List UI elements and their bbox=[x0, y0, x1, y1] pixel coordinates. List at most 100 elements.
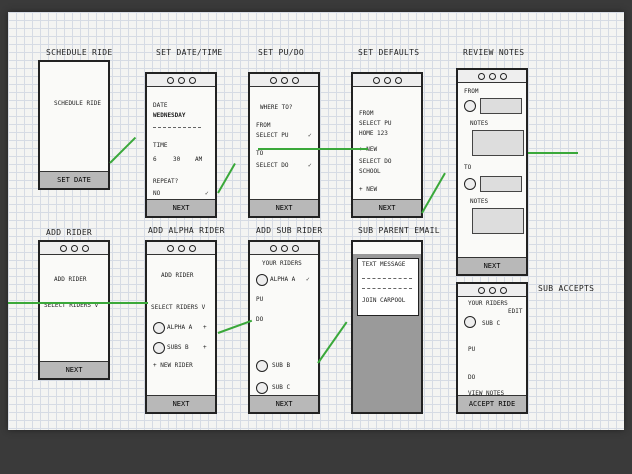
chevron-down-icon: ✓ bbox=[308, 162, 312, 169]
window-dots bbox=[353, 74, 421, 87]
window-dots bbox=[458, 70, 526, 83]
next-button[interactable]: NEXT bbox=[458, 257, 526, 274]
new-rider-button[interactable]: + NEW RIDER bbox=[153, 362, 193, 369]
message-scribble bbox=[362, 285, 412, 289]
add-new-do[interactable]: + NEW bbox=[359, 186, 378, 193]
avatar-icon bbox=[464, 316, 476, 328]
do-notes-field[interactable] bbox=[472, 208, 524, 234]
flow-arrow bbox=[109, 136, 137, 164]
window-dots bbox=[40, 242, 108, 255]
frame-add-rider: ADD RIDER SELECT RIDERS V NEXT bbox=[38, 240, 110, 380]
your-riders-label: YOUR RIDERS bbox=[468, 300, 508, 307]
message-scribble bbox=[362, 275, 412, 279]
heading-add-sub-rider: ADD SUB RIDER bbox=[256, 226, 323, 235]
select-pu-dropdown[interactable]: SELECT PU bbox=[359, 120, 392, 127]
home-option[interactable]: HOME 123 bbox=[359, 130, 388, 137]
avatar-icon bbox=[256, 360, 268, 372]
frame-set-defaults: FROM SELECT PU HOME 123 + NEW SELECT DO … bbox=[351, 72, 423, 218]
pu-label: PU bbox=[256, 296, 264, 303]
notes-label: NOTES bbox=[470, 120, 489, 127]
select-do-dropdown[interactable]: SELECT DO bbox=[256, 162, 289, 169]
heading-set-date-time: SET DATE/TIME bbox=[156, 48, 223, 57]
date-value[interactable]: WEDNESDAY bbox=[153, 112, 186, 119]
pu-notes-field[interactable] bbox=[472, 130, 524, 156]
your-riders-label: YOUR RIDERS bbox=[262, 260, 302, 267]
date-scribble bbox=[153, 124, 201, 128]
rider-sub-b[interactable]: SUB B bbox=[272, 362, 291, 369]
date-label: DATE bbox=[153, 102, 168, 109]
grid-paper-sheet: SCHEDULE RIDE SET DATE/TIME SET PU/DO SE… bbox=[8, 12, 624, 430]
next-button[interactable]: NEXT bbox=[40, 361, 108, 378]
next-button[interactable]: NEXT bbox=[147, 395, 215, 412]
add-icon[interactable]: + bbox=[203, 324, 207, 331]
heading-sub-parent-email: SUB PARENT EMAIL bbox=[358, 226, 440, 235]
flow-arrow bbox=[258, 148, 368, 150]
view-notes-link[interactable]: VIEW NOTES bbox=[468, 390, 505, 397]
avatar-icon bbox=[153, 342, 165, 354]
set-date-button[interactable]: SET DATE bbox=[40, 171, 108, 188]
flow-arrow bbox=[217, 163, 236, 194]
pu-label: PU bbox=[468, 346, 476, 353]
frame-review-notes: FROM NOTES TO NOTES NEXT bbox=[456, 68, 528, 276]
window-dots bbox=[458, 284, 526, 297]
add-rider-title: ADD RIDER bbox=[161, 272, 194, 279]
rider-sub-c: SUB C bbox=[482, 320, 501, 327]
next-button[interactable]: NEXT bbox=[250, 395, 318, 412]
frame-schedule-ride: SCHEDULE RIDE SET DATE bbox=[38, 60, 110, 190]
frame-set-pu-do: WHERE TO? FROM SELECT PU ✓ TO SELECT DO … bbox=[248, 72, 320, 218]
from-label: FROM bbox=[464, 88, 479, 95]
frame-add-alpha-rider: ADD RIDER SELECT RIDERS V ALPHA A + SUBS… bbox=[145, 240, 217, 414]
time-minute[interactable]: 30 bbox=[173, 156, 181, 163]
do-summary-box bbox=[480, 176, 522, 192]
where-to-label: WHERE TO? bbox=[260, 104, 293, 111]
rider-sub-c[interactable]: SUB C bbox=[272, 384, 291, 391]
heading-sub-accepts: SUB ACCEPTS bbox=[538, 284, 595, 293]
repeat-select[interactable]: NO bbox=[153, 190, 161, 197]
add-rider-title: ADD RIDER bbox=[54, 276, 87, 283]
select-riders-dropdown[interactable]: SELECT RIDERS V bbox=[151, 304, 206, 311]
accept-ride-button[interactable]: ACCEPT RIDE bbox=[458, 395, 526, 412]
flow-arrow bbox=[317, 321, 348, 364]
window-dots bbox=[147, 242, 215, 255]
heading-set-defaults: SET DEFAULTS bbox=[358, 48, 420, 57]
heading-schedule-ride: SCHEDULE RIDE bbox=[46, 48, 113, 57]
time-hour[interactable]: 6 bbox=[153, 156, 157, 163]
select-pu-dropdown[interactable]: SELECT PU bbox=[256, 132, 289, 139]
window-dots bbox=[147, 74, 215, 87]
school-option[interactable]: SCHOOL bbox=[359, 168, 381, 175]
do-label: DO bbox=[468, 374, 476, 381]
add-icon[interactable]: + bbox=[203, 344, 207, 351]
pu-location-icon bbox=[464, 100, 476, 112]
notes-label: NOTES bbox=[470, 198, 489, 205]
rider-subs-b[interactable]: SUBS B bbox=[167, 344, 189, 351]
heading-add-alpha-rider: ADD ALPHA RIDER bbox=[148, 226, 225, 235]
repeat-label: REPEAT? bbox=[153, 178, 179, 185]
add-new-pu[interactable]: + NEW bbox=[359, 146, 378, 153]
time-ampm[interactable]: AM bbox=[195, 156, 203, 163]
rider-alpha-a[interactable]: ALPHA A bbox=[167, 324, 193, 331]
flow-arrow bbox=[421, 172, 446, 214]
do-location-icon bbox=[464, 178, 476, 190]
next-button[interactable]: NEXT bbox=[353, 199, 421, 216]
heading-add-rider: ADD RIDER bbox=[46, 228, 93, 237]
next-button[interactable]: NEXT bbox=[250, 199, 318, 216]
next-button[interactable]: NEXT bbox=[147, 199, 215, 216]
join-carpool-link[interactable]: JOIN CARPOOL bbox=[362, 297, 406, 304]
flow-arrow bbox=[217, 319, 253, 334]
pu-summary-box bbox=[480, 98, 522, 114]
rider-alpha-a: ALPHA A bbox=[270, 276, 296, 283]
select-do-dropdown[interactable]: SELECT DO bbox=[359, 158, 392, 165]
chevron-down-icon: ✓ bbox=[205, 190, 209, 197]
text-message-label: TEXT MESSAGE bbox=[362, 261, 406, 268]
edit-link[interactable]: EDIT bbox=[508, 308, 523, 315]
window-dots bbox=[250, 74, 318, 87]
window-dots bbox=[250, 242, 318, 255]
from-label: FROM bbox=[256, 122, 271, 129]
to-label: TO bbox=[464, 164, 472, 171]
select-riders-dropdown[interactable]: SELECT RIDERS V bbox=[44, 302, 99, 309]
avatar-icon bbox=[256, 274, 268, 286]
check-icon[interactable]: ✓ bbox=[306, 276, 310, 283]
time-label: TIME bbox=[153, 142, 168, 149]
text-message-bubble: TEXT MESSAGE JOIN CARPOOL bbox=[357, 258, 419, 316]
